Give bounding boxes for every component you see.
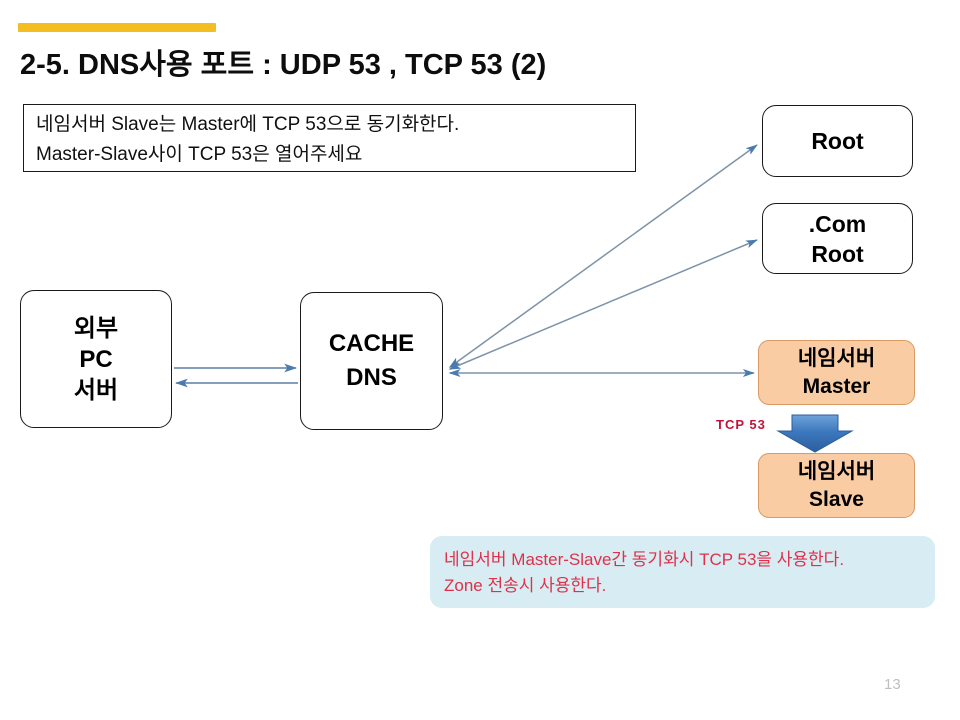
callout-line-2: Zone 전송시 사용한다. (444, 576, 607, 595)
node-slave-line-1: 네임서버 (797, 459, 876, 483)
node-external-pc-server[interactable]: 외부 PC 서버 (20, 290, 172, 428)
node-cache-line-1: CACHE (328, 330, 415, 357)
arrow-cache-root (448, 144, 758, 368)
node-slave-line-2: Slave (809, 487, 864, 511)
node-cache-dns[interactable]: CACHE DNS (300, 292, 443, 430)
callout-line-1: 네임서버 Master-Slave간 동기화시 TCP 53을 사용한다. (444, 550, 845, 569)
node-master-line-1: 네임서버 (797, 346, 876, 370)
page-title: 2-5. DNS사용 포트 : UDP 53 , TCP 53 (2) (20, 49, 547, 81)
node-nameserver-slave[interactable]: 네임서버 Slave (758, 453, 915, 518)
page-number: 13 (884, 676, 901, 693)
callout-box: 네임서버 Master-Slave간 동기화시 TCP 53을 사용한다. Zo… (430, 536, 935, 608)
node-external-line-1: 외부 (73, 314, 119, 342)
node-root-line-1: Root (811, 128, 864, 154)
node-master-line-2: Master (802, 374, 871, 398)
node-cache-line-2: DNS (346, 364, 397, 391)
node-external-line-2: PC (79, 345, 113, 373)
node-com-root-line-2: Root (811, 240, 864, 267)
node-nameserver-master[interactable]: 네임서버 Master (758, 340, 915, 405)
note-line-1: 네임서버 Slave는 Master에 TCP 53으로 동기화한다. (36, 114, 460, 135)
note-line-2: Master-Slave사이 TCP 53은 열어주세요 (36, 144, 363, 165)
node-external-line-3: 서버 (73, 376, 119, 404)
tcp53-connector-label: TCP 53 (716, 417, 766, 432)
arrow-master-to-slave (776, 414, 854, 453)
node-com-root[interactable]: .Com Root (762, 203, 913, 274)
node-com-root-line-1: .Com (808, 210, 867, 237)
title-accent-bar (18, 23, 216, 32)
note-box: 네임서버 Slave는 Master에 TCP 53으로 동기화한다. Mast… (23, 104, 636, 172)
node-root[interactable]: Root (762, 105, 913, 177)
arrow-cache-comroot (448, 239, 758, 370)
